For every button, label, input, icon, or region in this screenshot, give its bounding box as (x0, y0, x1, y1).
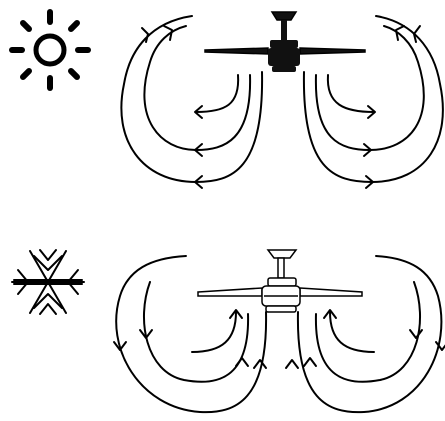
sun-ray (71, 23, 77, 29)
sun-ray (23, 71, 29, 77)
arrow-head (254, 360, 266, 368)
airflow-arrow-right-middle (316, 26, 424, 150)
snowflake-branch (40, 304, 56, 314)
airflow-arrow-left-outer (116, 256, 266, 412)
arrow-head (236, 358, 248, 366)
fan-motor-housing (268, 48, 300, 66)
fan-blade-right (300, 288, 362, 296)
fan-light-kit (266, 306, 296, 312)
sun-ray (71, 71, 77, 77)
fan-canopy (268, 250, 296, 258)
ceiling-fan-dark (205, 12, 365, 72)
airflow-arrow-right-outer (304, 16, 443, 182)
arrow-head (410, 330, 422, 338)
summer-panel (12, 12, 443, 188)
ceiling-fan-light (198, 250, 362, 312)
sun-core (36, 36, 64, 64)
fan-canopy (272, 12, 296, 20)
sun-ray (23, 23, 29, 29)
snowflake-branch (34, 256, 62, 270)
arrow-head (304, 358, 316, 366)
fan-downrod (278, 258, 284, 278)
fan-blade-right (300, 48, 365, 54)
fan-light-kit (272, 66, 296, 72)
snowflake-branch (40, 250, 56, 260)
fan-blade-left (198, 288, 262, 296)
arrow-head (286, 360, 298, 368)
fan-blade-left (205, 48, 268, 54)
fan-motor-top (270, 40, 298, 48)
winter-panel (12, 250, 445, 412)
snowflake-branch (34, 294, 62, 308)
airflow-arrow-left-outer (121, 16, 262, 182)
snowflake-icon (12, 250, 84, 314)
fan-motor-top (268, 278, 296, 286)
airflow-arrow-right-inner (328, 75, 374, 112)
fan-downrod (281, 20, 287, 40)
sun-icon (12, 12, 88, 88)
airflow-arrow-left-middle (144, 26, 250, 150)
airflow-arrow-right-middle (316, 282, 420, 382)
